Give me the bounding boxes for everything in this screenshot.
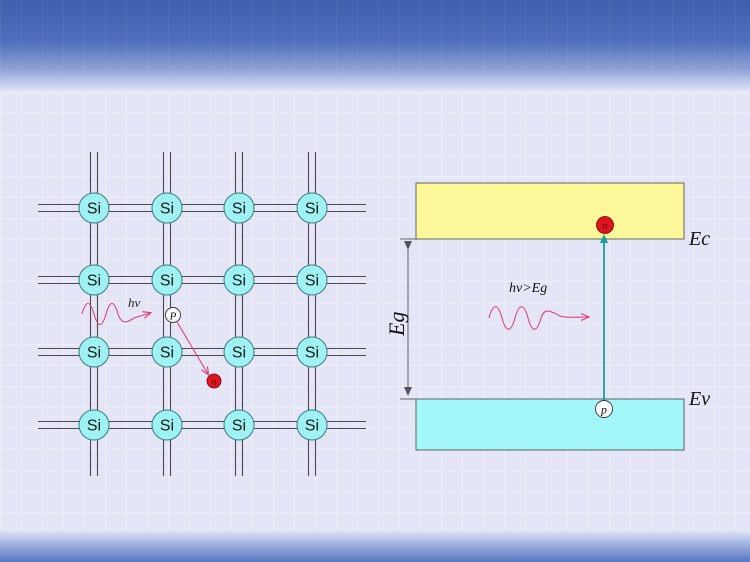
si-atom: Si <box>151 409 183 441</box>
si-atom-label: Si <box>232 345 246 362</box>
si-atom-label: Si <box>160 418 174 435</box>
band-photon-wave <box>488 306 588 330</box>
band-electron-label: n <box>602 220 608 232</box>
si-atom-circle <box>223 264 255 296</box>
footer-band <box>0 530 750 562</box>
si-atom-circle <box>151 192 183 224</box>
si-atom: Si <box>223 192 255 224</box>
valence-band-label: Ev <box>688 388 710 410</box>
slide-background-grid <box>0 92 750 530</box>
lattice-electron-circle <box>206 373 222 389</box>
si-atom-label: Si <box>87 418 101 435</box>
si-atom-label: Si <box>232 418 246 435</box>
lattice-photon-label: hv <box>128 295 141 310</box>
si-atom-circle <box>296 409 328 441</box>
si-atom: Si <box>78 264 110 296</box>
si-atom: Si <box>223 264 255 296</box>
si-atom: Si <box>78 409 110 441</box>
si-atom-label: Si <box>87 201 101 218</box>
si-atom-label: Si <box>160 273 174 290</box>
si-atom: Si <box>78 336 110 368</box>
si-atom-circle <box>78 192 110 224</box>
lattice-photon-wave <box>81 302 150 326</box>
band-hole-circle <box>595 400 613 418</box>
si-atom: Si <box>223 336 255 368</box>
si-atom-circle <box>296 192 328 224</box>
si-atom: Si <box>223 409 255 441</box>
si-atom-label: Si <box>305 273 319 290</box>
si-atom: Si <box>151 336 183 368</box>
si-atom-circle <box>296 336 328 368</box>
si-atom-circle <box>296 264 328 296</box>
si-atom: Si <box>296 409 328 441</box>
lattice-hole-circle <box>165 307 181 323</box>
si-atom: Si <box>296 192 328 224</box>
si-atom-label: Si <box>87 273 101 290</box>
lattice-electron-path <box>176 321 208 374</box>
header-grid <box>0 0 750 92</box>
header-band <box>0 0 750 92</box>
si-atom-circle <box>78 336 110 368</box>
band-gap-label: Eg <box>384 312 409 337</box>
si-atom-circle <box>223 336 255 368</box>
conduction-band-label: Ec <box>688 228 710 250</box>
si-atom-label: Si <box>305 345 319 362</box>
si-atom: Si <box>151 264 183 296</box>
si-atom-label: Si <box>160 201 174 218</box>
si-atom-label: Si <box>232 273 246 290</box>
si-atom-label: Si <box>160 345 174 362</box>
si-atom-circle <box>78 264 110 296</box>
si-atom: Si <box>296 336 328 368</box>
si-atom-circle <box>78 409 110 441</box>
energy-band-diagram: Ec Ev Eg hv>Eg n p <box>384 182 710 451</box>
band-electron-circle <box>596 216 614 234</box>
si-atom-circle <box>151 409 183 441</box>
band-hole-label: p <box>600 403 607 417</box>
si-atom-circle <box>151 264 183 296</box>
band-photon-label: hv>Eg <box>509 281 547 296</box>
si-atom-circle <box>223 409 255 441</box>
si-atom: Si <box>151 192 183 224</box>
si-atom-circle <box>151 336 183 368</box>
si-atom-circle <box>223 192 255 224</box>
lattice-electron-label: n <box>212 377 217 388</box>
lattice-hole-label: P <box>169 311 177 323</box>
si-atom: Si <box>296 264 328 296</box>
si-atom-label: Si <box>87 345 101 362</box>
si-atom: Si <box>78 192 110 224</box>
conduction-band <box>415 182 685 240</box>
si-atom-label: Si <box>305 418 319 435</box>
si-atom-label: Si <box>305 201 319 218</box>
si-atom-label: Si <box>232 201 246 218</box>
valence-band <box>415 398 685 451</box>
